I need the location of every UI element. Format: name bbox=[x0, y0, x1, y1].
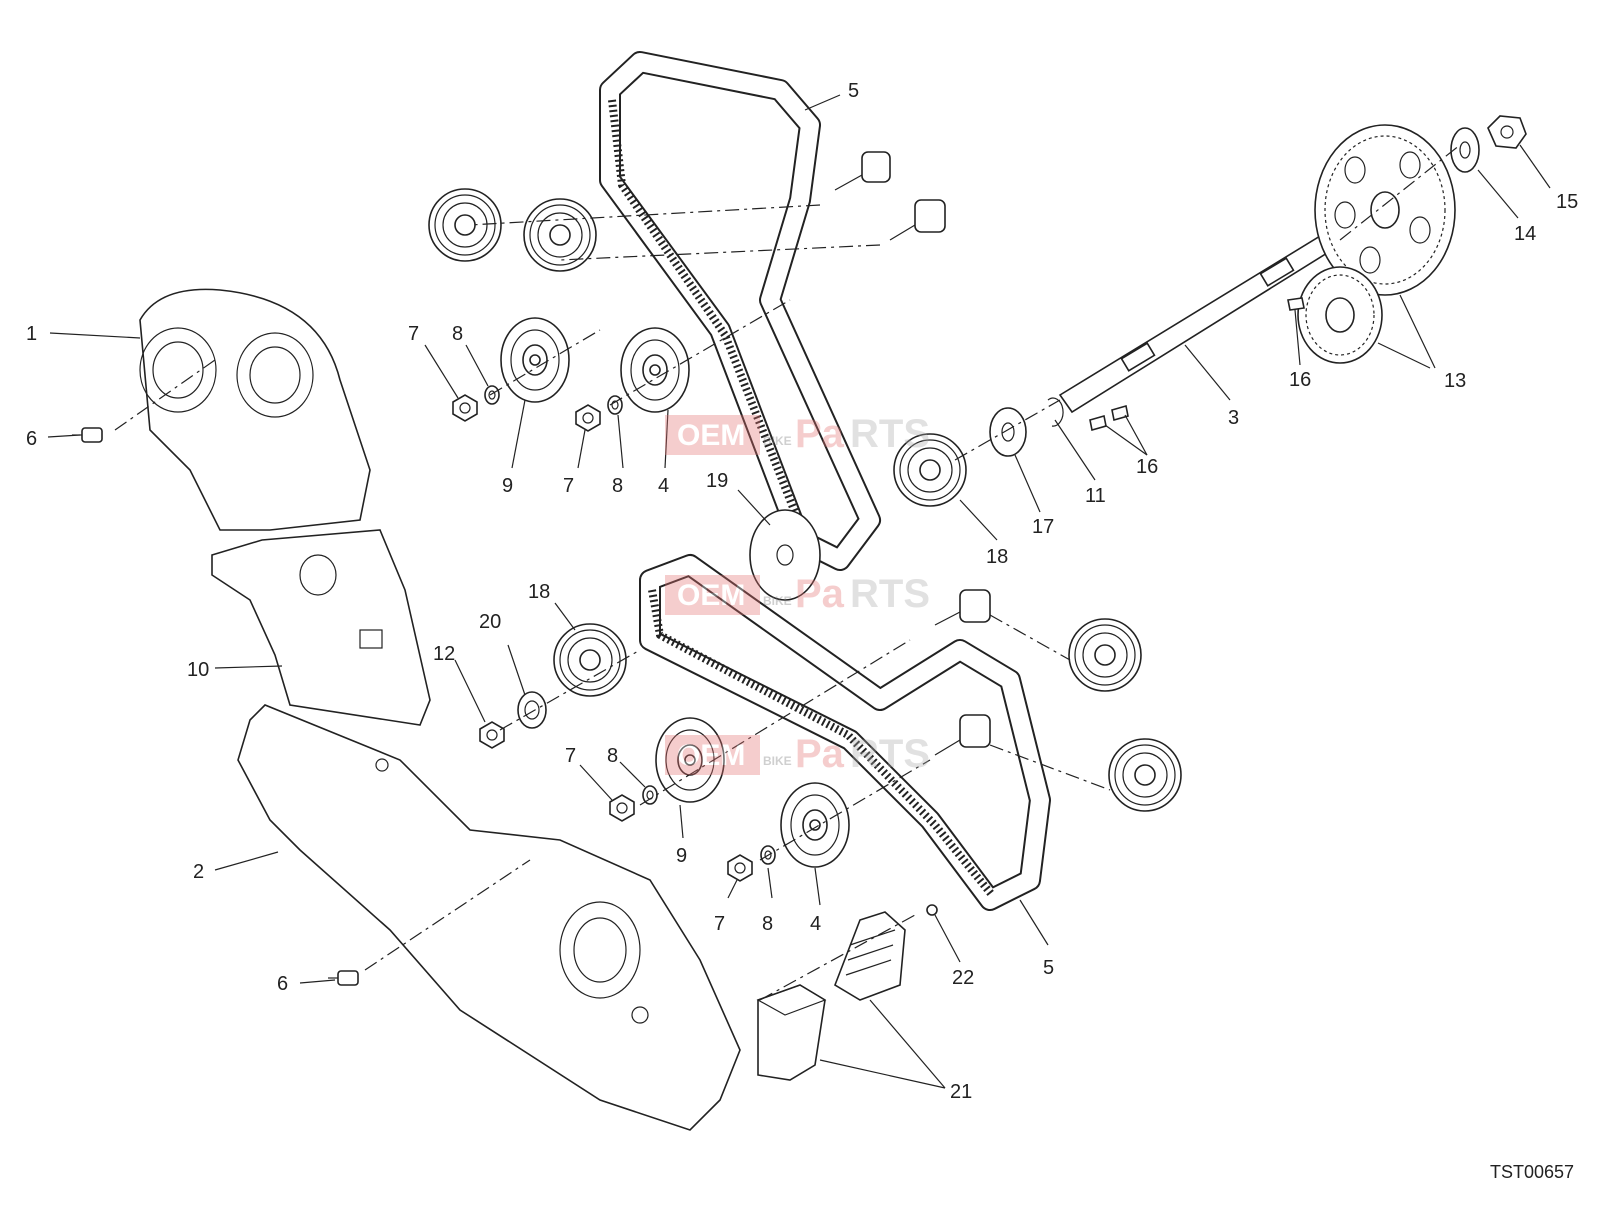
idler-pulley-lower-right bbox=[780, 782, 850, 868]
callout-9: 9 bbox=[502, 475, 513, 497]
watermark-text-d: RTS bbox=[850, 732, 930, 776]
callout-15: 15 bbox=[1556, 191, 1578, 213]
callout-18: 18 bbox=[986, 546, 1008, 568]
callout-6: 6 bbox=[26, 428, 37, 450]
rubber-damper-blocks bbox=[756, 911, 906, 1081]
callout-5: 5 bbox=[1043, 957, 1054, 979]
drawing-code: TST00657 bbox=[1490, 1162, 1574, 1182]
lower-timing-cover bbox=[237, 704, 741, 1131]
callout-18: 18 bbox=[528, 581, 550, 603]
callout-20: 20 bbox=[479, 611, 501, 633]
watermark-text-b: BIKE bbox=[763, 434, 792, 448]
middle-timing-cover bbox=[211, 529, 431, 726]
callout-8: 8 bbox=[612, 475, 623, 497]
callout-7: 7 bbox=[408, 323, 419, 345]
callout-labels: 1 2 3 4 4 5 5 6 6 7 7 7 7 8 8 8 8 9 9 10… bbox=[26, 80, 1578, 1103]
callout-4: 4 bbox=[810, 913, 821, 935]
callout-17: 17 bbox=[1032, 516, 1054, 538]
assembly-centerlines bbox=[114, 144, 1461, 1001]
callout-22: 22 bbox=[952, 967, 974, 989]
gear-washer bbox=[1450, 127, 1480, 173]
gear-nut bbox=[1487, 115, 1527, 149]
watermark-text-a: OEM bbox=[677, 739, 745, 772]
callout-4: 4 bbox=[658, 475, 669, 497]
idler-pulley-upper-left bbox=[500, 317, 570, 403]
large-drive-gear bbox=[1314, 124, 1456, 296]
callout-10: 10 bbox=[187, 659, 209, 681]
callout-8: 8 bbox=[762, 913, 773, 935]
callout-19: 19 bbox=[706, 470, 728, 492]
watermark-text-b: BIKE bbox=[763, 594, 792, 608]
callout-7: 7 bbox=[563, 475, 574, 497]
watermark-text-c: Pa bbox=[795, 412, 845, 456]
callout-13: 13 bbox=[1444, 370, 1466, 392]
callout-2: 2 bbox=[193, 861, 204, 883]
callout-7: 7 bbox=[565, 745, 576, 767]
watermark-text-a: OEM bbox=[677, 579, 745, 612]
idler-pulley-upper-right bbox=[620, 327, 690, 413]
small-drive-gear bbox=[1297, 266, 1383, 364]
upper-timing-belt bbox=[599, 51, 881, 571]
circlip bbox=[1047, 397, 1064, 427]
watermark-text-c: Pa bbox=[795, 732, 845, 776]
callout-6: 6 bbox=[277, 973, 288, 995]
jackshaft bbox=[1058, 228, 1342, 414]
drive-sprocket-lower bbox=[553, 623, 627, 697]
watermark-text-b: BIKE bbox=[763, 754, 792, 768]
upper-timing-cover bbox=[139, 288, 371, 531]
watermark-text-d: RTS bbox=[850, 412, 930, 456]
callout-3: 3 bbox=[1228, 407, 1239, 429]
callout-21: 21 bbox=[950, 1081, 972, 1103]
callout-8: 8 bbox=[452, 323, 463, 345]
callout-16: 16 bbox=[1289, 369, 1311, 391]
watermark-text-c: Pa bbox=[795, 572, 845, 616]
spacer-washer bbox=[749, 509, 821, 601]
watermark-text-a: OEM bbox=[677, 419, 745, 452]
watermark-text-d: RTS bbox=[850, 572, 930, 616]
watermark: OEM BIKE Pa RTS OEM BIKE Pa RTS OEM BIKE… bbox=[665, 412, 930, 776]
upper-cam-sprockets bbox=[428, 188, 597, 272]
callout-leaders bbox=[47, 94, 1551, 1089]
callout-11: 11 bbox=[1085, 485, 1106, 507]
callout-16: 16 bbox=[1136, 456, 1158, 478]
callout-8: 8 bbox=[607, 745, 618, 767]
callout-14: 14 bbox=[1514, 223, 1536, 245]
callout-5: 5 bbox=[848, 80, 859, 102]
callout-7: 7 bbox=[714, 913, 725, 935]
callout-1: 1 bbox=[26, 323, 37, 345]
thrust-washer bbox=[989, 407, 1027, 457]
lower-cam-sprockets bbox=[1068, 618, 1182, 812]
mounting-bolts bbox=[71, 151, 991, 986]
callout-9: 9 bbox=[676, 845, 687, 867]
nuts-and-washers bbox=[452, 385, 776, 882]
callout-12: 12 bbox=[433, 643, 455, 665]
